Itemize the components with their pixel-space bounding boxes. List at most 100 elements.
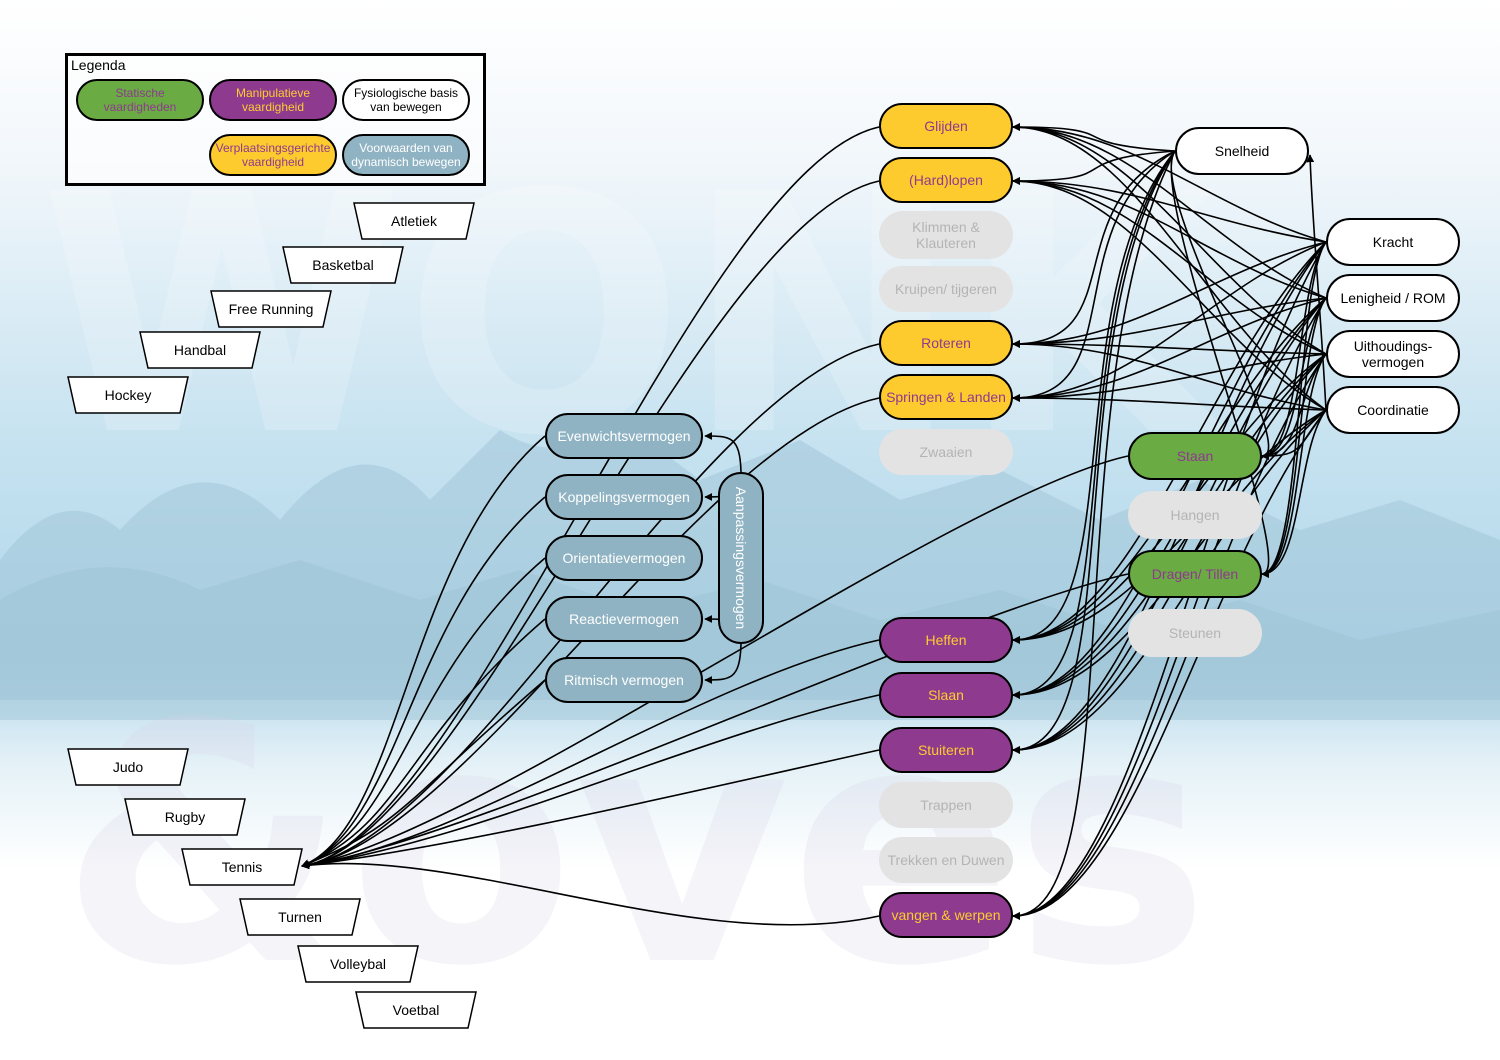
edge-phys3-static0 (1261, 353, 1327, 460)
edge-ritme-tennis (301, 679, 546, 868)
sport-label: Handbal (173, 342, 227, 358)
edge-phys3-skill1 (1012, 177, 1327, 355)
sport-label: Voetbal (392, 1002, 440, 1018)
coordination-orientatie: Orientatievermogen (545, 535, 703, 581)
edge-phys1-static1 (1261, 241, 1327, 578)
skill-slaan: Slaan (879, 672, 1013, 718)
physiology-coordinatie: Coordinatie (1326, 386, 1460, 434)
edge-phys2-skill5 (1012, 297, 1327, 699)
static-skill-steunen: Steunen (1128, 609, 1262, 657)
sport-freerunning: Free Running (210, 290, 332, 328)
static-skill-dragen: Dragen/ Tillen (1128, 550, 1262, 598)
skill-heffen: Heffen (879, 617, 1013, 663)
edge-slaan-tennis (301, 694, 880, 870)
sport-atletiek: Atletiek (353, 202, 475, 240)
sport-label: Volleybal (329, 956, 387, 972)
physiology-snelheid: Snelheid (1175, 127, 1309, 175)
physiology-kracht: Kracht (1326, 218, 1460, 266)
edge-phys4-skill7 (1012, 409, 1327, 920)
coordination-ritme: Ritmisch vermogen (545, 657, 703, 703)
skill-hardlopen: (Hard)lopen (879, 157, 1013, 203)
edge-phys0-skill3 (1012, 150, 1176, 402)
edge-reactie-tennis (301, 618, 546, 868)
skill-springen: Springen & Landen (879, 374, 1013, 420)
legend-item-l1: Statische vaardigheden (76, 79, 204, 121)
legend-item-l3: Fysiologische basis van bewegen (342, 79, 470, 121)
edge-orientatie-tennis (301, 557, 546, 868)
edge-phys0-skill6 (1012, 150, 1176, 754)
edge-staan-tennis (301, 455, 1129, 870)
sport-rugby: Rugby (124, 798, 246, 836)
skill-roteren: Roteren (879, 320, 1013, 366)
edge-phys3-skill2 (1012, 340, 1327, 355)
edge-evenwicht-tennis (301, 435, 546, 868)
edge-phys4-skill3 (1012, 394, 1327, 411)
edge-phys2-static1 (1261, 297, 1327, 578)
legend-item-l2: Manipulatieve vaardigheid (209, 79, 337, 121)
sport-turnen: Turnen (239, 898, 361, 936)
edge-phys3-skill3 (1012, 353, 1327, 402)
edge-hardlopen-tennis (301, 180, 880, 870)
coordination-reactie: Reactievermogen (545, 596, 703, 642)
edge-phys2-skill3 (1012, 297, 1327, 402)
sport-judo: Judo (67, 748, 189, 786)
sport-label: Turnen (278, 909, 322, 925)
edge-phys1-skill3 (1012, 241, 1327, 402)
edge-phys1-skill4 (1012, 241, 1327, 644)
sport-label: Free Running (228, 301, 314, 317)
static-skill-hangen: Hangen (1128, 491, 1262, 539)
physiology-uithouding: Uithoudings-vermogen (1326, 330, 1460, 378)
skill-klimmen: Klimmen & Klauteren (879, 211, 1013, 259)
legend-title: Legenda (71, 57, 126, 73)
edge-phys2-static0 (1261, 297, 1327, 460)
edge-phys1-skill0 (1012, 123, 1327, 243)
static-skill-staan: Staan (1128, 432, 1262, 480)
sport-label: Basketbal (312, 257, 374, 273)
legend-item-l4: Verplaatsingsgerichte vaardigheid (209, 134, 337, 176)
edge-phys0-skill2 (1012, 150, 1176, 348)
edge-adapt-3 (704, 643, 742, 684)
edge-dragen-tennis (301, 573, 1129, 870)
skill-trappen: Trappen (879, 782, 1013, 828)
sport-volleybal: Volleybal (297, 945, 419, 983)
sport-voetbal: Voetbal (355, 991, 477, 1029)
sport-basketbal: Basketbal (282, 246, 404, 284)
edge-phys2-skill0 (1012, 123, 1327, 299)
edge-adapt-0 (704, 432, 742, 473)
edge-phys3-skill7 (1012, 353, 1327, 920)
skill-vangen: vangen & werpen (879, 892, 1013, 938)
skill-stuiteren: Stuiteren (879, 727, 1013, 773)
edge-phys4-static1 (1261, 409, 1327, 578)
physiology-lenigheid: Lenigheid / ROM (1326, 274, 1460, 322)
edge-phys1-skill1 (1012, 177, 1327, 243)
edge-stuiteren-tennis (301, 749, 880, 870)
skill-zwaaien: Zwaaien (879, 429, 1013, 475)
sport-label: Rugby (164, 809, 206, 825)
skill-kruipen: Kruipen/ tijgeren (879, 266, 1013, 312)
edge-coord-snelheid (1306, 154, 1327, 411)
edge-phys0-static0 (1170, 150, 1270, 460)
sport-label: Hockey (104, 387, 152, 403)
edge-phys0-static1 (1170, 150, 1270, 578)
sport-tennis: Tennis (181, 848, 303, 886)
edge-vangen-tennis (301, 861, 880, 926)
skill-trekken: Trekken en Duwen (879, 837, 1013, 883)
coordination-evenwicht: Evenwichtsvermogen (545, 413, 703, 459)
sport-label: Tennis (221, 859, 263, 875)
svg-text:&oves: &oves (60, 654, 1210, 1038)
adaptability-label: Aanpassingsvermogen (733, 486, 749, 630)
edge-phys4-skill2 (1012, 340, 1327, 411)
sport-handbal: Handbal (139, 331, 261, 369)
edge-phys2-skill7 (1012, 297, 1327, 920)
sport-label: Atletiek (391, 213, 437, 229)
edge-koppeling-tennis (301, 496, 546, 868)
edge-phys2-skill1 (1012, 177, 1327, 299)
edge-phys3-static1 (1261, 353, 1327, 578)
legend-item-l5: Voorwaarden van dynamisch bewegen (342, 134, 470, 176)
edge-phys0-skill1 (1012, 150, 1176, 185)
skill-glijden: Glijden (879, 103, 1013, 149)
edge-phys4-skill1 (1012, 177, 1327, 411)
edge-phys0-skill5 (1012, 150, 1176, 699)
edge-phys3-skill0 (1012, 123, 1327, 355)
